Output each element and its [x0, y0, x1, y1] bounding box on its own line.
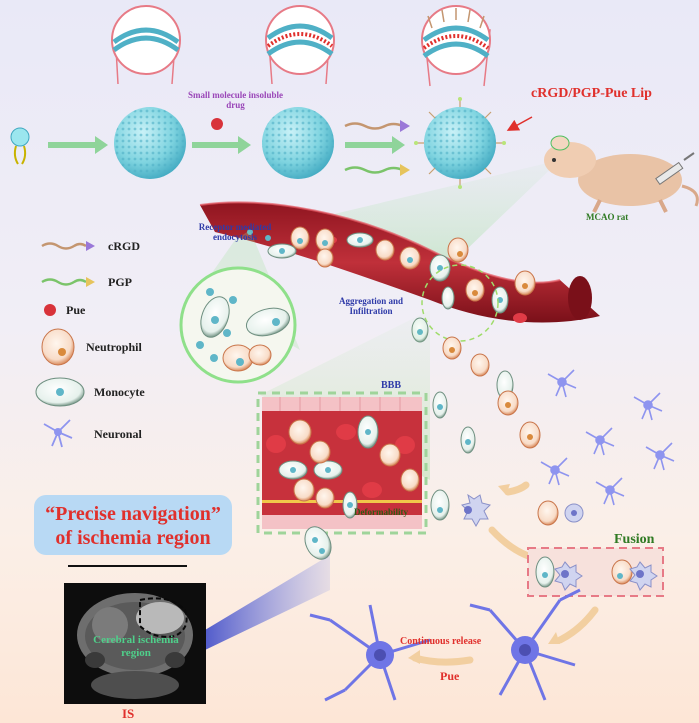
- projection-beam: [205, 555, 330, 650]
- legend-pgp-label: PGP: [108, 275, 132, 289]
- legend-neutrophil-label: Neutrophil: [86, 340, 142, 354]
- extravasated-monocyte: [304, 526, 332, 560]
- syringe-icon: [655, 152, 695, 186]
- liposome-empty: [111, 5, 186, 179]
- pue-release-label: Pue: [440, 669, 460, 683]
- vessel-cells: [247, 226, 536, 314]
- infiltration-zone: [421, 264, 499, 342]
- navigation-subtitle: of ischemia region: [55, 527, 211, 549]
- pue-drug-dot: [211, 118, 223, 130]
- legend-neuronal-label: Neuronal: [94, 427, 142, 441]
- legend-crgd-label: cRGD: [108, 239, 140, 253]
- legend-monocyte-label: Monocyte: [94, 385, 145, 399]
- is-label: IS: [122, 706, 135, 721]
- receptor-label: Receptor mediated endocytosis: [198, 222, 272, 242]
- free-lipid-icon: [10, 127, 30, 165]
- deformability-label: Deformability: [354, 507, 408, 517]
- migrating-cells: [411, 317, 584, 528]
- release-label: Continuous release: [400, 636, 482, 647]
- fusion-label: Fusion: [614, 532, 655, 547]
- ligand-pgp-arrow: [344, 164, 410, 176]
- mri-region-label: Cerebral ischemia region: [93, 634, 179, 659]
- rat-label: MCAO rat: [586, 212, 629, 222]
- legend-icons: [35, 241, 95, 448]
- process-arrow: [48, 136, 405, 154]
- neuron-large: [309, 588, 581, 702]
- mcao-rat: [544, 135, 699, 213]
- product-label: cRGD/PGP-Pue Lip: [531, 86, 652, 101]
- liposome-modified: [414, 5, 506, 189]
- mri-image: [64, 583, 206, 704]
- neuron-network: [540, 369, 675, 506]
- pointer-arrow: [506, 116, 533, 131]
- legend-pue-label: Pue: [66, 303, 86, 317]
- bbb-label: BBB: [381, 380, 402, 391]
- fusion-panel: [527, 547, 664, 597]
- liposome-drug-loaded: [262, 5, 335, 179]
- navigation-title: “Precise navigation”: [45, 503, 221, 525]
- endocytosis-zoom: [179, 266, 297, 384]
- small-molecule-label: Small molecule insoluble drug: [188, 90, 284, 110]
- ligand-crgd-arrow: [344, 120, 410, 132]
- aggregation-label: Aggregation and Infiltration: [338, 296, 404, 316]
- bbb-panel: [256, 391, 428, 535]
- navigation-callout: “Precise navigation” of ischemia region: [34, 495, 232, 555]
